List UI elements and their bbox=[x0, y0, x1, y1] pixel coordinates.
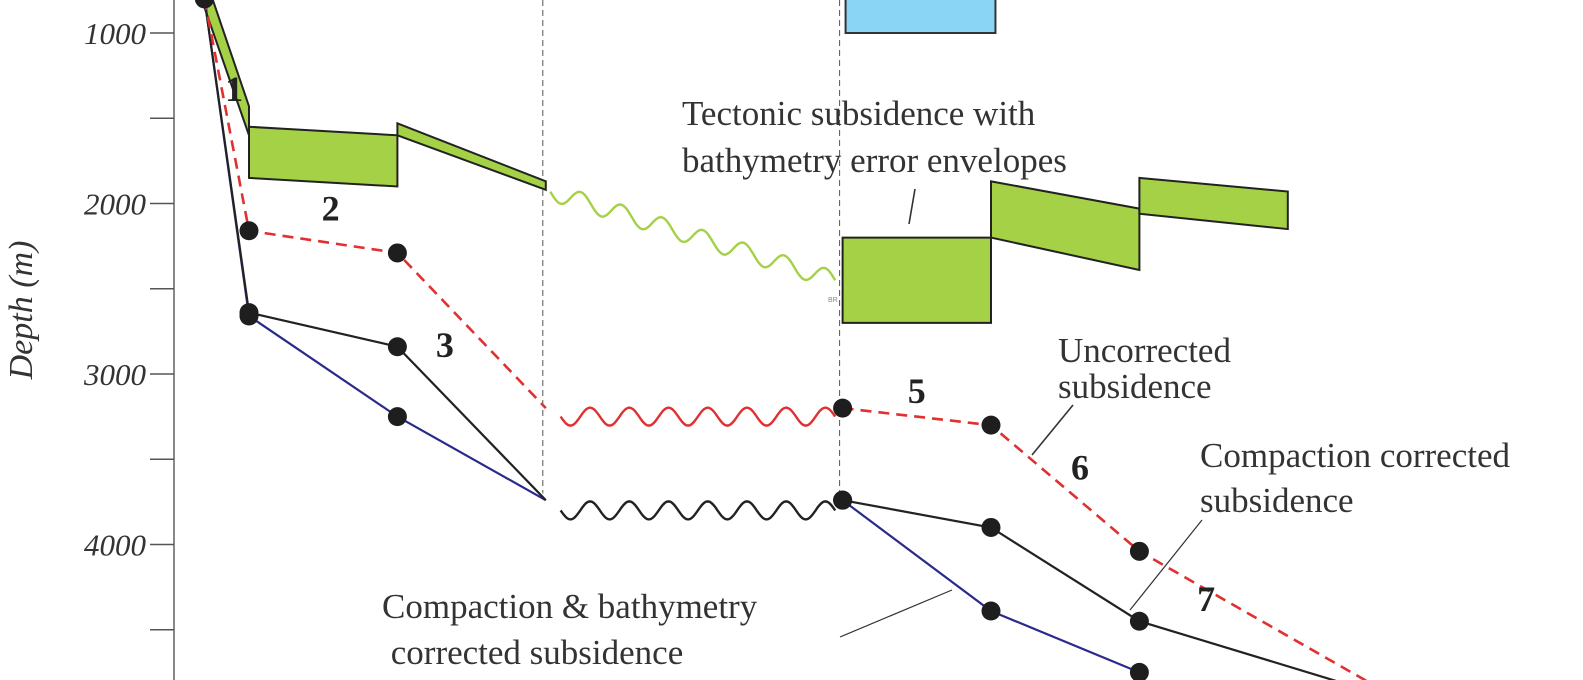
series-marker-2 bbox=[1129, 662, 1149, 680]
annotation-compaction-bathymetry-line-2: corrected subsidence bbox=[382, 633, 683, 672]
envelope-band bbox=[248, 125, 399, 188]
leader-compaction-bathymetry bbox=[839, 589, 953, 638]
series-markers bbox=[195, 0, 1149, 680]
annotation-uncorrected-line-1: Uncorrected bbox=[1058, 331, 1231, 370]
series-marker-2 bbox=[387, 407, 407, 427]
annotation-compaction-bathymetry: Compaction & bathymetry corrected subsid… bbox=[382, 587, 766, 672]
segment-label: 1 bbox=[225, 69, 243, 109]
annotation-tectonic-line-1: Tectonic subsidence with bbox=[682, 94, 1036, 133]
segment-label: 2 bbox=[322, 189, 340, 229]
series-marker-0 bbox=[195, 0, 214, 9]
wavy-unconformity-line bbox=[549, 190, 837, 282]
segment-label: 7 bbox=[1197, 579, 1215, 619]
series-marker-1 bbox=[239, 303, 259, 323]
annotation-tectonic-line-2: bathymetry error envelopes bbox=[682, 141, 1067, 180]
annotation-uncorrected-line-2: subsidence bbox=[1058, 367, 1212, 406]
water-box bbox=[844, 0, 997, 35]
annotation-uncorrected: Uncorrected subsidence bbox=[1058, 331, 1240, 406]
bathymetry-envelopes bbox=[200, 0, 1289, 324]
series-marker-0 bbox=[387, 243, 407, 263]
series-line-1 bbox=[842, 499, 1337, 680]
envelope-band bbox=[841, 236, 992, 324]
series-line-1 bbox=[203, 0, 547, 501]
series-marker-0 bbox=[1129, 541, 1149, 561]
leader-uncorrected bbox=[1031, 404, 1074, 456]
segment-label: 5 bbox=[908, 371, 926, 411]
envelope-band bbox=[1138, 176, 1289, 231]
series-lines bbox=[203, 0, 1368, 680]
series-marker-1 bbox=[387, 337, 407, 357]
envelope-initial-drop bbox=[200, 0, 250, 136]
series-marker-2 bbox=[981, 601, 1001, 621]
segment-labels: 1 2 3 5 6 7 bbox=[225, 69, 1215, 619]
wavy-unconformity-line bbox=[559, 500, 837, 521]
annotation-compaction-bathymetry-line-1: Compaction & bathymetry bbox=[382, 587, 758, 626]
envelope-band bbox=[396, 121, 547, 192]
annotation-compaction-corrected-line-2: subsidence bbox=[1200, 481, 1354, 520]
wavy-unconformity-line bbox=[559, 406, 837, 427]
leader-tectonic bbox=[908, 188, 916, 225]
annotation-compaction-corrected-line-1: Compaction corrected bbox=[1200, 436, 1511, 475]
y-tick-label: 1000 bbox=[84, 16, 147, 51]
annotation-compaction-corrected: Compaction corrected subsidence bbox=[1200, 436, 1519, 520]
series-marker-1 bbox=[1129, 611, 1149, 631]
y-axis-title: Depth (m) bbox=[3, 241, 40, 381]
series-line-0 bbox=[203, 0, 547, 409]
tiny-mark: BR bbox=[828, 297, 838, 304]
y-tick-label: 2000 bbox=[84, 187, 147, 222]
series-marker-1 bbox=[833, 490, 853, 510]
annotation-leaders bbox=[839, 188, 1203, 638]
series-marker-0 bbox=[239, 221, 259, 241]
water-depth-box bbox=[844, 0, 997, 35]
wavy-unconformities bbox=[549, 190, 837, 521]
segment-label: 6 bbox=[1071, 448, 1089, 488]
series-line-0 bbox=[842, 406, 1368, 680]
series-marker-1 bbox=[981, 517, 1001, 537]
segment-label: 3 bbox=[436, 325, 454, 365]
y-axis: 1000 2000 3000 4000 bbox=[83, 0, 175, 680]
series-marker-0 bbox=[833, 398, 853, 418]
y-tick-label: 4000 bbox=[84, 528, 147, 563]
leader-compaction-corrected bbox=[1129, 519, 1203, 611]
y-tick-label: 3000 bbox=[83, 357, 147, 392]
annotation-tectonic: Tectonic subsidence with bathymetry erro… bbox=[682, 94, 1067, 180]
series-marker-0 bbox=[981, 415, 1001, 435]
unconformity-guides bbox=[542, 0, 841, 494]
envelope-band bbox=[990, 180, 1141, 272]
